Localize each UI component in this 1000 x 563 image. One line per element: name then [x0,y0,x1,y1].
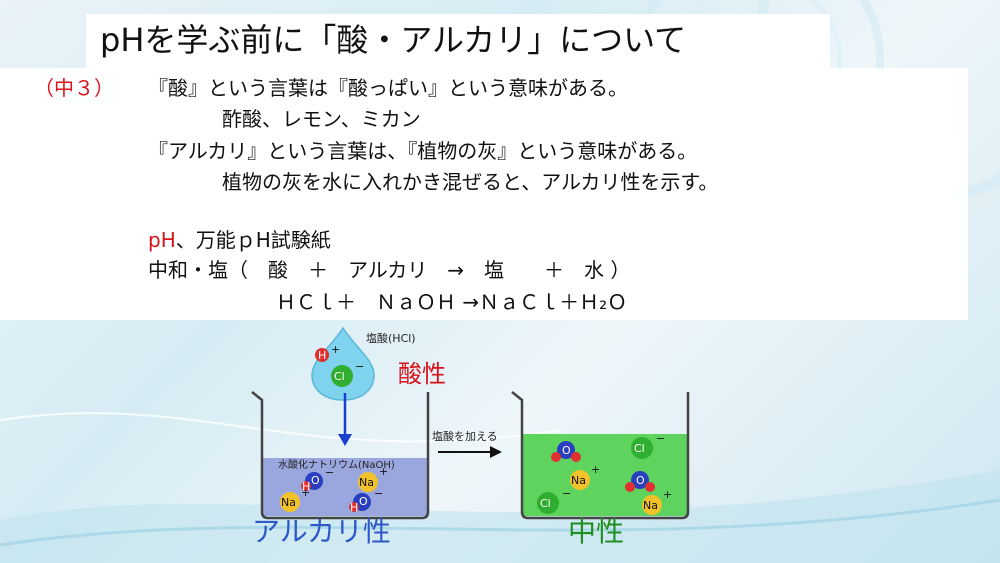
naoh-label: 水酸化ナトリウム(NaOH) [278,460,395,471]
neutralization-line: 中和・塩（ 酸 ＋ アルカリ → 塩 ＋ 水 ） [148,258,631,282]
ph-term: pH [148,228,176,252]
svg-text:+: + [591,463,600,476]
ph-paper-text: 、万能ｐH試験紙 [175,228,331,252]
alkali-meaning-line: 『アルカリ』という言葉は、『植物の灰』という意味がある。 [148,139,698,163]
svg-text:H: H [302,480,310,493]
na-ion [570,470,590,490]
neutral-label: 中性 [568,515,625,548]
svg-text:−: − [374,487,383,500]
neutralization-diagram: H + Cl − H O − Na + Na + H O − O [251,326,690,520]
svg-text:+: + [331,343,340,356]
alkaline-label: アルカリ性 [252,515,391,548]
svg-text:O: O [359,495,368,508]
svg-text:Na: Na [571,474,586,487]
svg-text:+: + [663,488,672,501]
hcl-drop: H + Cl − [311,326,375,401]
svg-text:−: − [325,466,334,479]
cl-ion [537,492,559,514]
acid-examples-line: 酢酸、レモン、ミカン [222,107,421,131]
add-hcl-label: 塩酸を加える [432,430,498,443]
equation-line: ＨＣｌ＋ ＮａＯＨ →ＮａＣｌ＋Ｈ₂Ｏ [276,290,628,314]
svg-text:Cl: Cl [540,497,551,510]
ph-paper-line: pH、万能ｐH試験紙 [148,226,331,254]
svg-text:O: O [562,444,571,457]
svg-text:O: O [636,474,645,487]
svg-text:Cl: Cl [334,370,345,383]
alkaline-beaker: H O − Na + Na + H O − [251,391,430,520]
hcl-label: 塩酸(HCl) [366,332,416,345]
svg-text:Na: Na [359,476,374,489]
svg-text:Na: Na [281,496,296,509]
svg-text:O: O [311,474,320,487]
water-molecule [631,471,649,489]
acid-label: 酸性 [398,360,446,388]
svg-text:Cl: Cl [634,442,645,455]
svg-text:−: − [562,487,571,500]
title-banner [86,14,830,70]
grade-label: （中３） [34,76,114,100]
na-ion [280,492,300,512]
acid-meaning-line: 『酸』という言葉は『酸っぱい』という意味がある。 [148,76,628,100]
neutral-beaker: O Cl − Na + O Cl − Na + [511,391,690,520]
na-ion [358,472,378,492]
na-ion [642,495,662,515]
svg-text:−: − [656,432,665,445]
content-panel [0,68,968,320]
svg-text:+: + [301,486,310,499]
drop-h-ion [315,348,329,362]
drop-cl-ion [331,365,353,387]
page-title: pHを学ぶ前に「酸・アルカリ」について [100,21,687,59]
svg-text:H: H [350,501,358,514]
svg-text:+: + [379,465,388,478]
alkali-ash-line: 植物の灰を水に入れかき混ぜると、アルカリ性を示す。 [222,170,719,194]
water-molecule [557,441,575,459]
svg-text:−: − [355,360,364,373]
cl-ion [631,437,653,459]
svg-text:Na: Na [643,499,658,512]
svg-text:H: H [318,349,326,362]
